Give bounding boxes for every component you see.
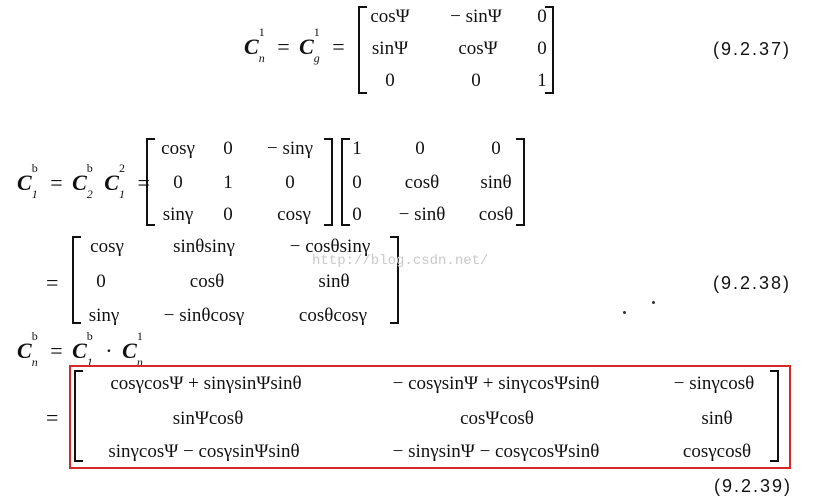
right-bracket — [390, 236, 399, 324]
matrix-cell: cosγcosΨ + sinγsinΨsinθ — [110, 373, 302, 394]
matrix-cell: − sinθ — [398, 204, 446, 225]
matrix-cell: sinγ — [162, 204, 194, 225]
matrix-cell: 0 — [471, 70, 481, 91]
matrix-cell: − cosθsinγ — [289, 236, 371, 257]
matrix-cell: 0 — [223, 138, 233, 159]
matrix-cell: 0 — [537, 38, 547, 59]
matrix-cell: sinΨcosθ — [172, 408, 244, 429]
speck — [652, 301, 655, 304]
matrix-cell: 0 — [96, 271, 106, 292]
matrix-cell: 1 — [352, 138, 362, 159]
equals-sign: = — [50, 170, 63, 195]
equation-number: (9.2.37) — [713, 39, 792, 59]
equals-sign: = — [50, 338, 63, 363]
left-bracket — [74, 370, 83, 462]
watermark: http://blog.csdn.net/ — [312, 253, 489, 269]
equals-sign: = — [46, 405, 59, 430]
matrix-cell: cosθcosγ — [298, 305, 368, 326]
matrix-cell: 0 — [537, 6, 547, 27]
matrix-cell: 0 — [352, 204, 362, 225]
highlight-box — [69, 365, 791, 469]
matrix-cell: cosγcosθ — [682, 441, 752, 462]
speck — [623, 311, 626, 314]
matrix-cell: 0 — [415, 138, 425, 159]
matrix-cell: sinγcosΨ − cosγsinΨsinθ — [108, 441, 300, 462]
right-bracket — [770, 370, 779, 462]
matrix-cell: − sinγcosθ — [673, 373, 755, 394]
equals-sign: = — [46, 270, 59, 295]
matrix-cell: cosγ — [161, 138, 195, 159]
left-bracket — [341, 138, 350, 226]
matrix-cell: 1 — [223, 172, 233, 193]
matrix-cell: sinγ — [88, 305, 120, 326]
matrix-cell: sinθ — [480, 172, 512, 193]
equals-sign: = — [277, 34, 290, 59]
matrix-cell: − cosγsinΨ + sinγcosΨsinθ — [392, 373, 600, 394]
matrix-cell: cosθ — [478, 204, 514, 225]
matrix-cell: cosθ — [189, 271, 225, 292]
matrix-cell: sinθ — [318, 271, 350, 292]
right-bracket — [545, 6, 554, 94]
right-bracket — [516, 138, 525, 226]
matrix-cell: sinθ — [701, 408, 733, 429]
left-bracket — [358, 6, 367, 94]
left-bracket — [72, 236, 81, 324]
matrix-cell: − sinγsinΨ − cosγcosΨsinθ — [392, 441, 600, 462]
right-bracket — [324, 138, 333, 226]
matrix-cell: cosΨ — [370, 6, 410, 27]
equation-number: (9.2.39) — [714, 476, 793, 496]
matrix-cell: − sinγ — [266, 138, 314, 159]
matrix-cell: cosθ — [404, 172, 440, 193]
matrix-cell: 0 — [285, 172, 295, 193]
left-bracket — [146, 138, 155, 226]
equation-number: (9.2.38) — [713, 273, 792, 293]
matrix-cell: sinθsinγ — [173, 236, 235, 257]
matrix-cell: 0 — [173, 172, 183, 193]
matrix-cell: cosΨcosθ — [460, 408, 534, 429]
equals-sign: = — [332, 34, 345, 59]
matrix-cell: cosγ — [277, 204, 311, 225]
matrix-cell: 0 — [223, 204, 233, 225]
matrix-cell: − sinΨ — [450, 6, 502, 27]
matrix-cell: − sinθcosγ — [163, 305, 245, 326]
matrix-cell: 1 — [537, 70, 547, 91]
matrix-cell: cosΨ — [458, 38, 498, 59]
multiply-dot: · — [105, 338, 113, 363]
matrix-cell: 0 — [385, 70, 395, 91]
matrix-cell: cosγ — [90, 236, 124, 257]
matrix-cell: 0 — [491, 138, 501, 159]
matrix-cell: 0 — [352, 172, 362, 193]
matrix-cell: sinΨ — [371, 38, 409, 59]
